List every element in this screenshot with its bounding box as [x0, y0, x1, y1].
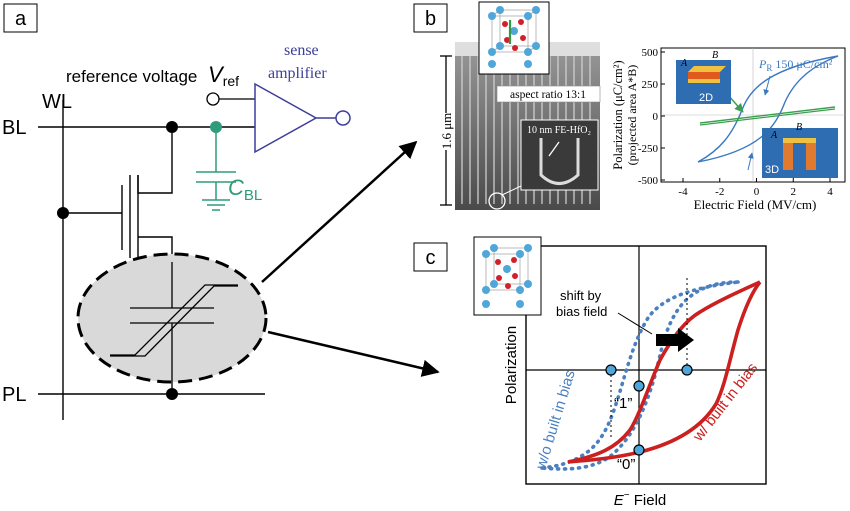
panel-b-label-box — [413, 3, 448, 33]
panel-a-label: a — [15, 8, 27, 30]
loop-with-bias-ascending — [567, 280, 761, 464]
crystal-structure-inset — [478, 1, 550, 75]
loop-without-bias-ascending — [540, 280, 740, 470]
inset-hfo2-label: 10 nm FE-HfO₂ — [527, 125, 591, 136]
sem-magnified-inset — [520, 119, 599, 191]
wl-junction-dot — [57, 207, 69, 219]
loop-chart-xticks: -4 -2 0 2 4 — [678, 178, 833, 198]
loop-ytick-label: 250 — [642, 79, 659, 91]
pr-label: PR 150 μC/cm² — [758, 57, 833, 73]
loop-ylabel: Polarization (μC/cm²) — [611, 60, 625, 169]
sem-scale-bar — [440, 55, 452, 206]
arrow-to-panel-b — [261, 140, 418, 283]
device-3d-inset: A B 3D — [762, 122, 838, 178]
coercive-point-left — [605, 364, 617, 376]
shift-label-leader — [617, 312, 653, 335]
panel-a-label-box — [3, 3, 38, 33]
pl-label: PL — [2, 384, 26, 406]
cbl-junction-dot — [210, 121, 222, 133]
panel-a: a WL BL PL reference voltage Vref sense … — [2, 3, 440, 420]
svg-text:A: A — [680, 58, 688, 69]
bias-chart-frame — [525, 245, 767, 485]
bitline-capacitor — [196, 133, 236, 211]
access-transistor — [63, 133, 173, 262]
amp-output-terminal — [335, 110, 351, 126]
loop-chart-yticks: 500 250 0 -250 -500 — [638, 47, 665, 187]
device-2d-inset: A B 2D — [676, 50, 731, 104]
pl-junction-dot — [166, 388, 178, 400]
loop-with-bias-descending — [567, 280, 762, 464]
loop-3d-lower-branch — [697, 55, 839, 163]
loop-xlabel: Electric Field (MV/cm) — [694, 197, 817, 212]
shift-arrow — [656, 328, 694, 352]
svg-text:A: A — [770, 130, 778, 141]
panel-b-label: b — [425, 8, 436, 30]
loop-xtick-label: 4 — [827, 186, 833, 198]
svg-text:B: B — [712, 50, 718, 61]
panel-c: c Polarization E− Field — [413, 236, 767, 509]
label-3d: 3D — [765, 164, 779, 176]
panel-b: b 1.6 μm — [413, 1, 846, 212]
sense-amplifier-symbol — [254, 82, 318, 154]
sense-amplifier-label: sense amplifier — [268, 42, 327, 82]
bias-ylabel: Polarization — [503, 326, 520, 404]
state-1-label: “1” — [614, 395, 632, 412]
loop-xtick-label: 0 — [754, 186, 760, 198]
loop-xtick-label: -2 — [715, 186, 724, 198]
loop-ylabel-2: (projected area A*B) — [625, 65, 639, 166]
shift-label: shift by bias field — [556, 288, 607, 319]
sem-scale-label: 1.6 μm — [439, 113, 454, 150]
loop-2d-branch-a — [699, 106, 836, 124]
bl-label: BL — [2, 117, 26, 139]
bias-xlabel: E− Field — [614, 490, 667, 509]
sem-zoom-circle — [488, 192, 506, 210]
aspect-ratio-label: aspect ratio 13:1 — [510, 89, 586, 101]
crystal-structure-inset-c — [473, 236, 542, 316]
loop-xtick-label: 2 — [791, 186, 797, 198]
loop-xtick-label: -4 — [678, 186, 688, 198]
wl-label: WL — [42, 91, 72, 113]
vref-terminal — [206, 92, 220, 106]
loop-ytick-label: 0 — [653, 111, 659, 123]
cbl-label: CBL — [228, 175, 262, 204]
arrow-to-panel-c — [267, 330, 440, 377]
vref-label: Vref — [208, 62, 239, 89]
panel-c-label-box — [413, 242, 448, 272]
fe-capacitor-symbol — [110, 262, 238, 388]
loop-ytick-label: -250 — [638, 143, 659, 155]
state-0-label: “0” — [617, 456, 635, 473]
loop-ytick-label: 500 — [642, 47, 659, 59]
loop-ytick-label: -500 — [638, 175, 659, 187]
reference-voltage-label: reference voltage — [66, 67, 197, 86]
state-0-point — [633, 444, 645, 456]
loop-2d-branch-b — [699, 108, 836, 126]
panel-c-label: c — [426, 247, 436, 269]
svg-text:B: B — [796, 122, 802, 133]
label-2d: 2D — [699, 92, 713, 104]
coercive-point-right — [681, 364, 693, 376]
bl-junction-dot — [166, 121, 178, 133]
loop-chart: 500 250 0 -250 -500 -4 -2 0 2 4 Polarization (μC… — [611, 47, 846, 212]
state-1-point — [633, 380, 645, 392]
